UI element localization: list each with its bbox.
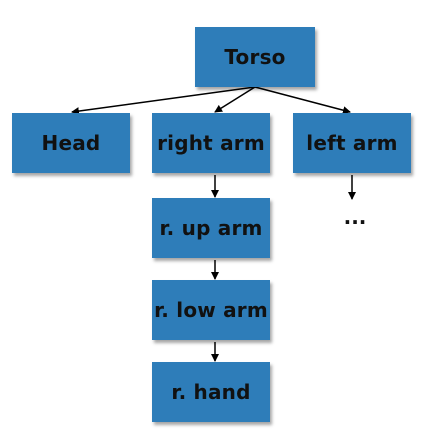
node-head: Head [12, 113, 130, 173]
node-left-arm-label: left arm [306, 131, 398, 155]
node-right-arm-label: right arm [157, 131, 265, 155]
node-right-arm: right arm [152, 113, 270, 173]
node-r-up-arm-label: r. up arm [159, 216, 263, 240]
edge-torso-right-arm [214, 86, 256, 113]
node-head-label: Head [41, 131, 101, 155]
continuation-ellipsis: ... [343, 205, 367, 229]
edge-torso-left-arm [254, 86, 351, 115]
node-r-hand-label: r. hand [171, 380, 251, 404]
node-r-low-arm-label: r. low arm [154, 298, 268, 322]
node-r-up-arm: r. up arm [152, 198, 270, 258]
node-r-low-arm: r. low arm [152, 280, 270, 340]
edge-torso-head [71, 86, 256, 116]
node-torso-label: Torso [224, 45, 286, 69]
node-r-hand: r. hand [152, 362, 270, 422]
node-torso: Torso [195, 27, 315, 87]
node-left-arm: left arm [293, 113, 411, 173]
